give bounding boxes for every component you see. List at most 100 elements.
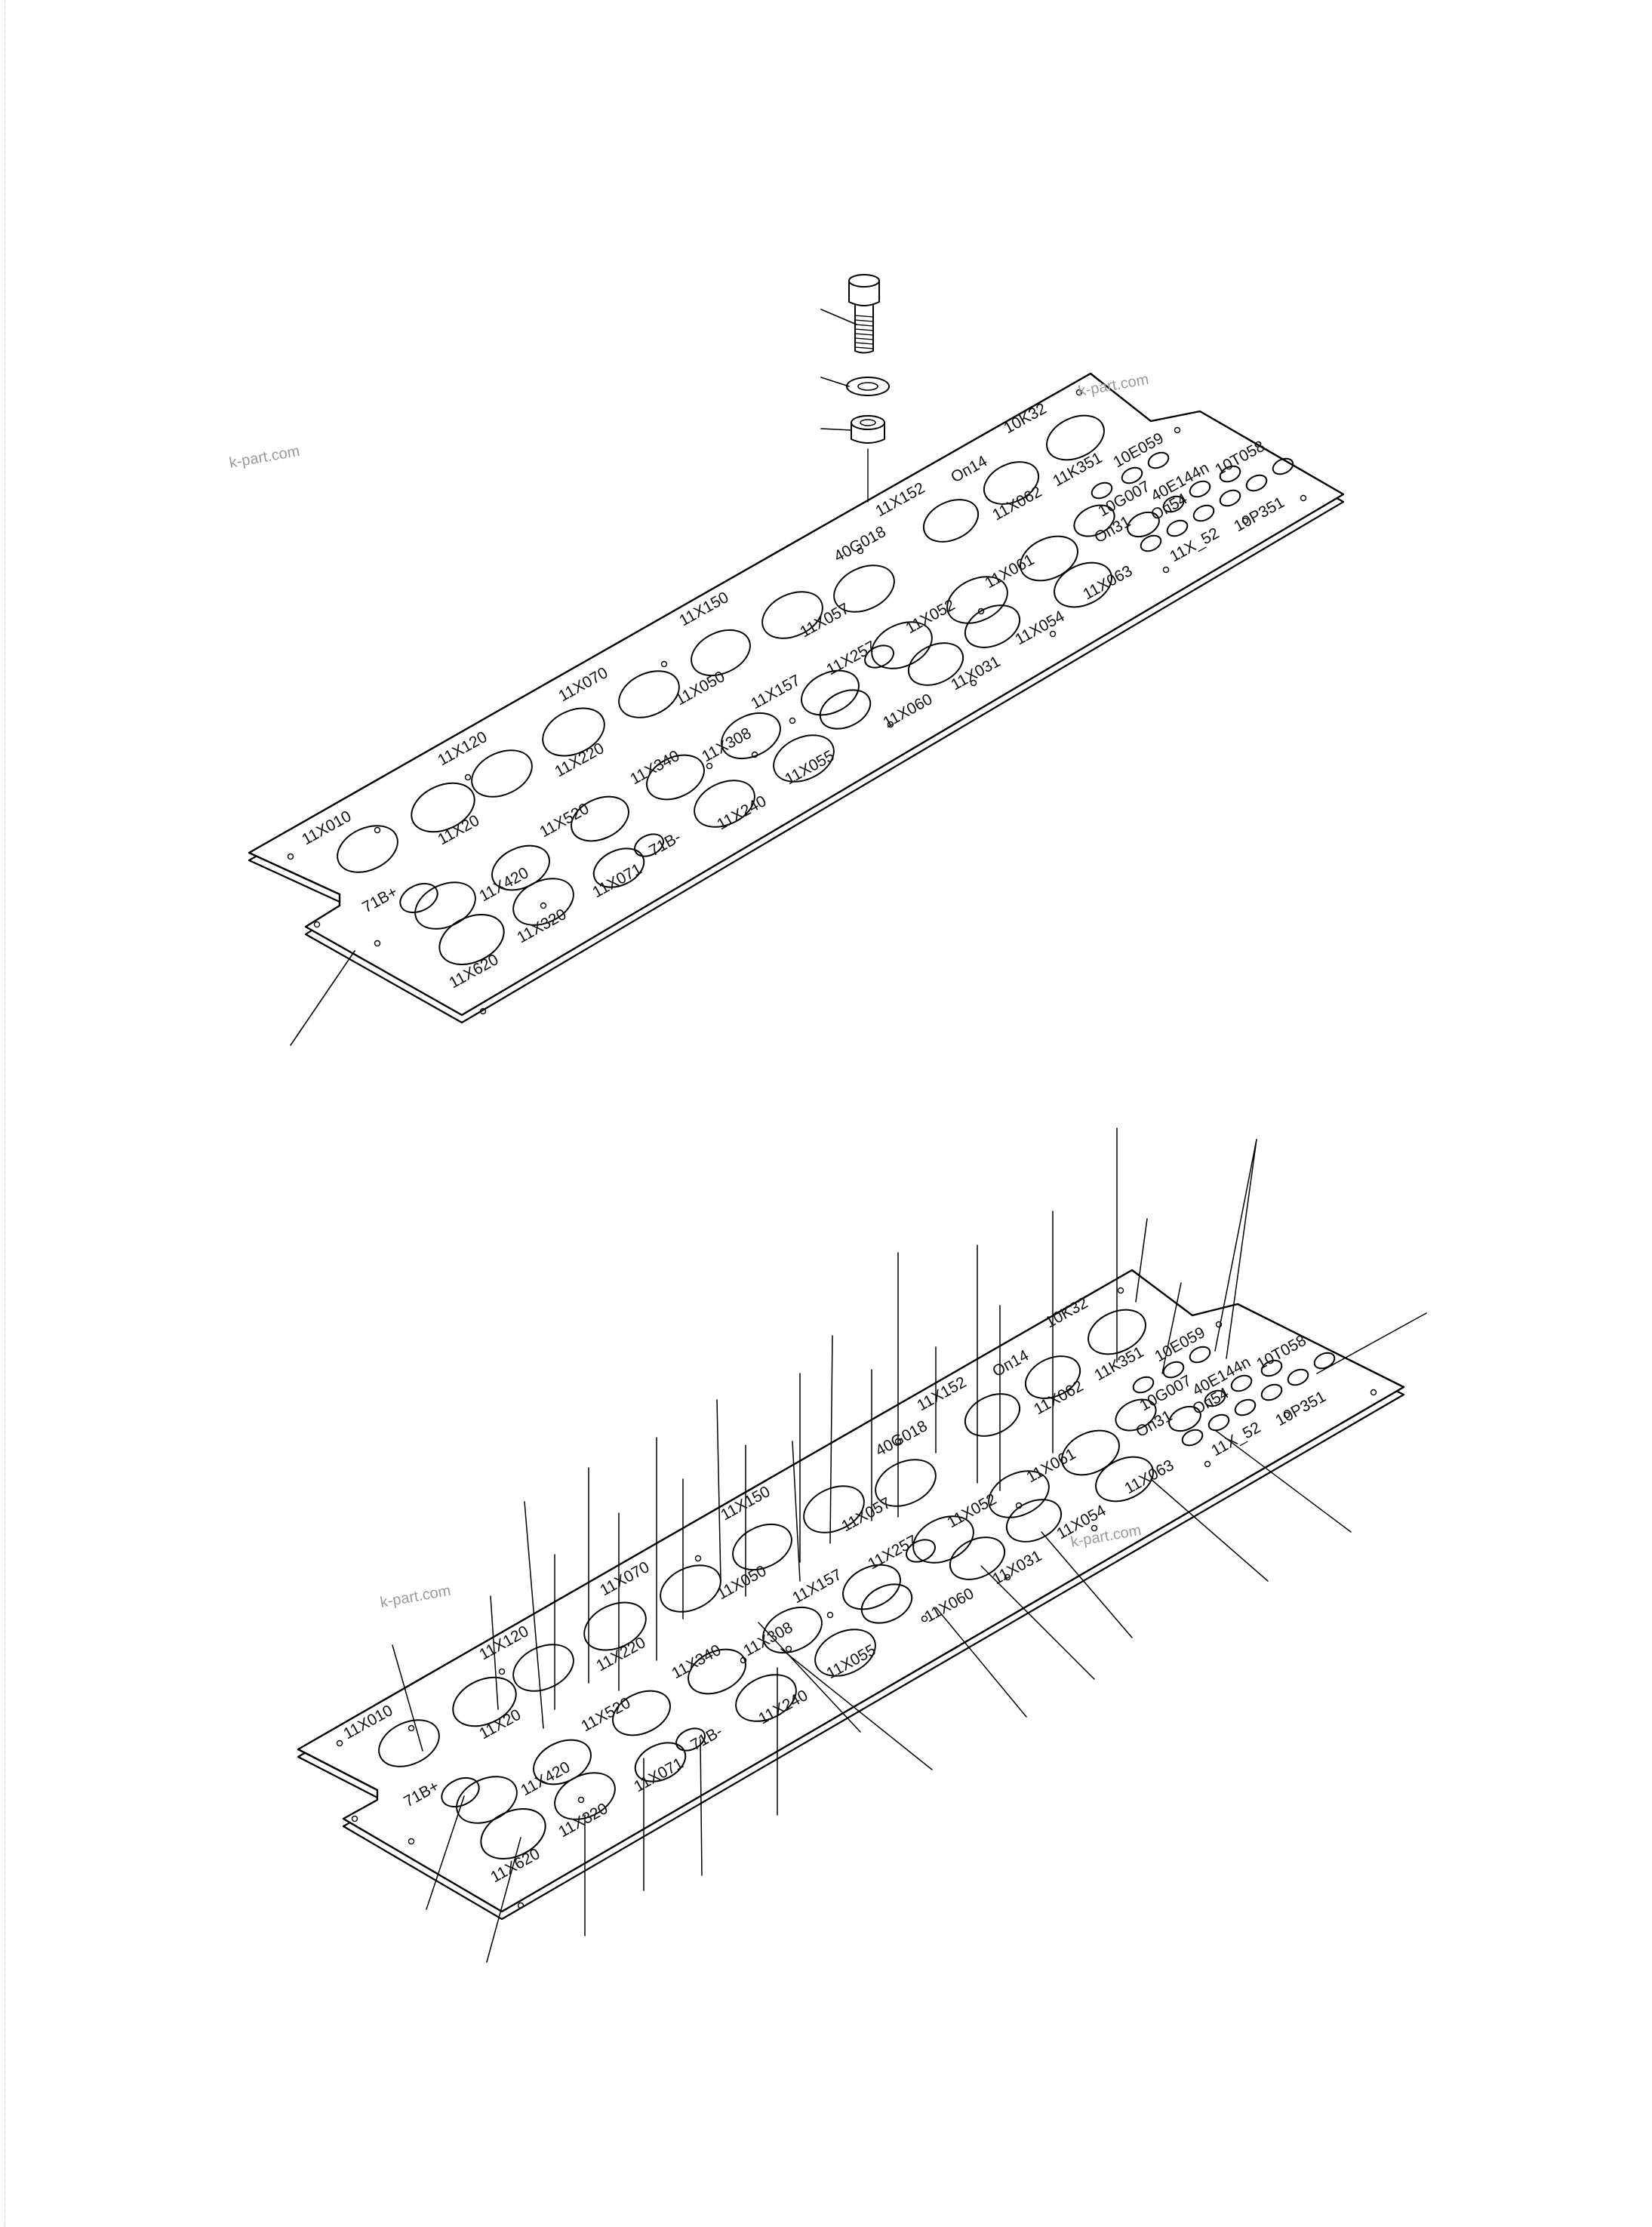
cable-hole: [512, 878, 574, 926]
cable-hole: [411, 782, 475, 833]
cable-hole: [1061, 1429, 1120, 1476]
cable-hole: [773, 734, 835, 783]
cable-hole: [1260, 1359, 1283, 1377]
cable-hole: [542, 707, 605, 757]
cable-hole: [634, 833, 664, 857]
leader-line: [700, 1739, 703, 1876]
watermark: k-part.com: [379, 1583, 452, 1611]
cable-hole: [761, 591, 823, 639]
leader-line: [426, 1795, 465, 1910]
cable-hole: [646, 754, 705, 801]
screw-hole: [1241, 517, 1249, 524]
leader-line: [524, 1501, 544, 1729]
screw-hole: [374, 940, 381, 947]
screw-hole: [970, 679, 977, 687]
cable-hole: [1313, 1352, 1336, 1370]
cable-hole: [1115, 1398, 1157, 1432]
screw-hole: [887, 721, 894, 728]
leader-line: [758, 1622, 861, 1733]
screw-hole: [408, 1838, 415, 1845]
washer-hole: [857, 382, 878, 391]
screw-hole: [408, 1724, 415, 1732]
cable-hole: [1162, 1361, 1185, 1379]
cable-hole: [1204, 1389, 1226, 1407]
cable-hole: [660, 1564, 721, 1613]
cable-hole: [1207, 1413, 1230, 1432]
cable-hole: [1162, 495, 1185, 513]
cable-hole: [1219, 465, 1241, 483]
bolt-thread: [854, 333, 874, 336]
cable-hole: [949, 1536, 1006, 1580]
screw-hole: [1283, 1411, 1291, 1419]
screw-hole: [1204, 1460, 1211, 1468]
screw-hole: [789, 717, 796, 724]
screw-hole: [313, 921, 321, 928]
watermark: k-part.com: [228, 443, 301, 472]
leader-line: [820, 377, 850, 387]
cable-hole: [1046, 414, 1105, 461]
cable-hole: [762, 1606, 823, 1654]
cable-hole: [842, 1564, 901, 1610]
nut-hole: [860, 419, 876, 426]
screw-hole: [1215, 1321, 1223, 1328]
cable-hole: [1054, 561, 1112, 608]
screw-hole: [374, 826, 381, 834]
screw-hole: [1370, 1389, 1377, 1396]
bolt-thread: [854, 315, 874, 318]
cable-hole: [814, 1629, 876, 1677]
cable-hole: [1140, 534, 1162, 552]
cable-hole: [1168, 1405, 1201, 1432]
cable-hole: [1121, 466, 1143, 484]
cable-hole: [471, 749, 533, 798]
screw-hole: [826, 1611, 834, 1619]
cable-hole: [907, 642, 964, 686]
screw-hole: [706, 762, 713, 770]
bolt-thread: [854, 324, 874, 327]
nut: [851, 415, 885, 444]
cable-hole: [691, 629, 751, 677]
leader-line: [716, 1399, 721, 1582]
cable-hole: [1024, 1355, 1081, 1399]
cable-hole: [441, 1776, 480, 1808]
plate-outline: [248, 372, 1345, 1017]
leader-line: [290, 950, 355, 1046]
cable-hole: [1287, 1368, 1309, 1386]
cable-hole: [1272, 457, 1294, 475]
screw-hole: [921, 1615, 928, 1623]
cable-hole: [378, 1719, 440, 1767]
cable-hole: [1181, 1429, 1204, 1447]
cable-hole: [1073, 504, 1115, 537]
cable-hole: [571, 795, 629, 842]
leader-line: [792, 1441, 801, 1582]
cable-hole: [1127, 511, 1160, 538]
cable-hole: [452, 1676, 517, 1727]
leader-line: [1214, 1139, 1257, 1352]
cable-hole: [1230, 1374, 1253, 1392]
cable-hole: [1091, 481, 1113, 500]
cable-hole: [1219, 489, 1241, 507]
screw-hole: [464, 774, 472, 781]
screw-hole: [785, 1645, 792, 1653]
bolt-thread: [854, 346, 874, 349]
bolt: [848, 274, 880, 354]
cable-hole: [399, 882, 438, 914]
cable-hole: [864, 644, 894, 669]
bolt-thread: [854, 328, 874, 331]
cable-hole: [983, 461, 1040, 505]
cable-hole: [337, 825, 398, 873]
cable-hole: [1189, 480, 1211, 498]
leader-line: [1135, 1218, 1148, 1303]
cable-hole: [1260, 1383, 1283, 1401]
bolt-thread: [854, 319, 874, 322]
cable-hole: [688, 1648, 746, 1695]
cable-hole: [1132, 1376, 1155, 1394]
cable-hole: [922, 499, 980, 543]
cable-hole: [480, 1808, 546, 1859]
leader-line: [1161, 1282, 1182, 1374]
screw-hole: [1091, 1524, 1098, 1532]
leader-line: [392, 1644, 423, 1752]
cable-hole: [512, 1644, 574, 1692]
screw-hole: [498, 1668, 506, 1675]
cable-hole: [819, 689, 872, 730]
